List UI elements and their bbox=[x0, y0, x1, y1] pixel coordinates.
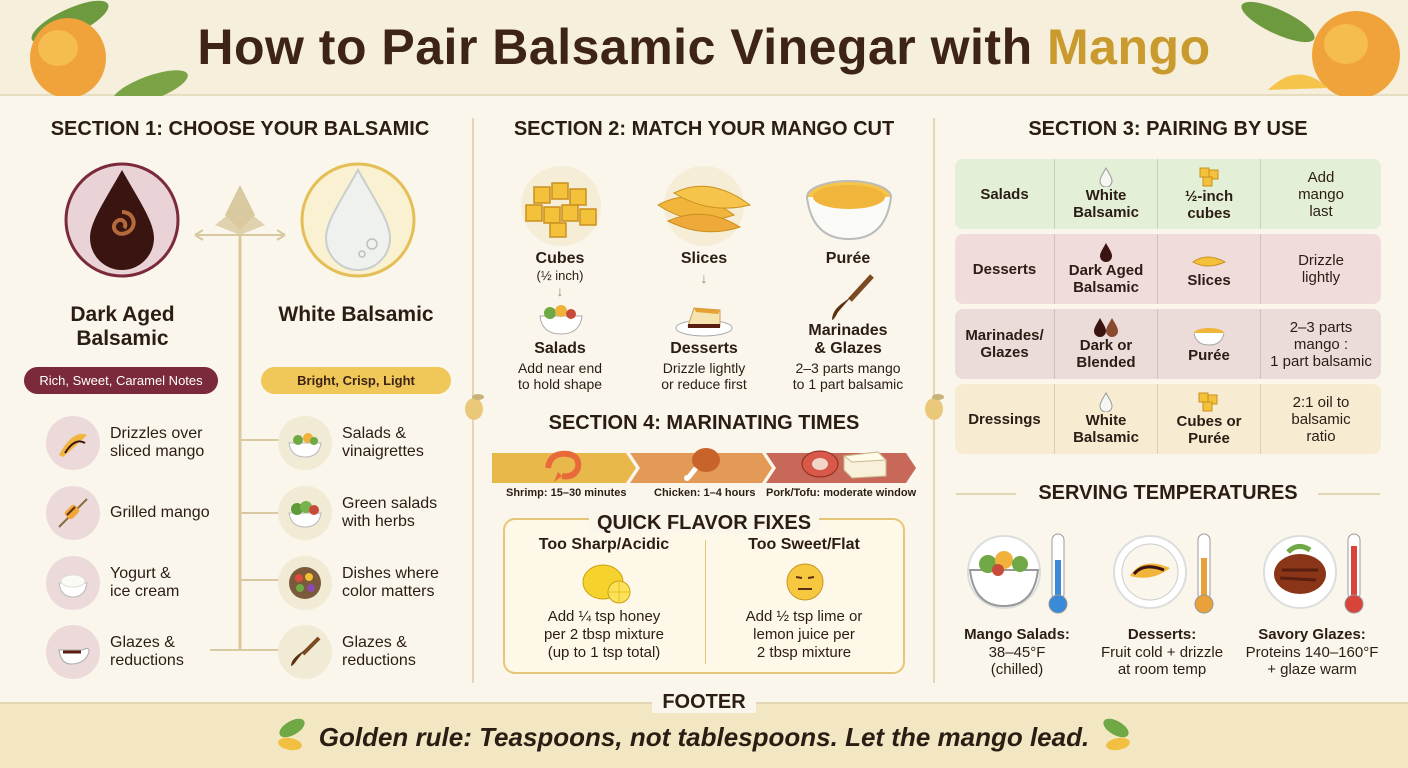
dark-balsamic-name: Dark Aged Balsamic bbox=[70, 303, 175, 350]
white-drop-icon bbox=[1099, 167, 1113, 187]
meh-face-icon bbox=[786, 563, 824, 601]
chicken-leg-icon bbox=[684, 448, 720, 481]
fix-heading: Too Sweet/Flat bbox=[748, 536, 860, 553]
mango-slices-icon bbox=[1192, 256, 1227, 266]
salad-thermometer-icon bbox=[967, 533, 1068, 614]
colorful-bowl-icon bbox=[278, 556, 332, 610]
serving-desc: Proteins 140–160°F + glaze warm bbox=[1245, 644, 1379, 678]
mango-icon bbox=[925, 394, 944, 420]
dessert-thermometer-icon bbox=[1113, 533, 1214, 614]
down-arrow-icon: ↓ bbox=[556, 283, 564, 299]
salad-bowl-icon bbox=[278, 416, 332, 470]
mango-icon bbox=[465, 394, 484, 420]
brush-icon bbox=[832, 274, 874, 320]
pairing-row: Salads White Balsamic ½-inch cubes Add m… bbox=[955, 159, 1381, 229]
use-name: Salads bbox=[534, 340, 586, 357]
mango-slices-icon bbox=[657, 166, 752, 246]
mango-puree-icon bbox=[806, 180, 892, 241]
pork-tofu-icon bbox=[801, 450, 888, 479]
mango-slices-icon bbox=[46, 416, 100, 470]
use-desc: Drizzle lightly or reduce first bbox=[661, 360, 747, 392]
time-label: Chicken: 1–4 hours bbox=[654, 487, 756, 499]
mango-cubes-icon bbox=[1198, 392, 1218, 412]
dark-notes-badge: Rich, Sweet, Caramel Notes bbox=[24, 367, 218, 394]
section4-title: SECTION 4: MARINATING TIMES bbox=[548, 412, 860, 434]
mango-cubes-icon bbox=[521, 166, 601, 246]
section1-title: SECTION 1: CHOOSE YOUR BALSAMIC bbox=[50, 118, 430, 140]
fix-text: Add ¼ tsp honey per 2 tbsp mixture (up t… bbox=[543, 608, 665, 661]
section2-title: SECTION 2: MATCH YOUR MANGO CUT bbox=[513, 118, 895, 140]
time-label: Pork/Tofu: moderate window bbox=[766, 487, 917, 499]
dark-blended-drops-icon bbox=[1094, 318, 1118, 337]
leaf-icon bbox=[278, 718, 305, 751]
green-salad-icon bbox=[278, 486, 332, 540]
mango-cubes-icon bbox=[1199, 167, 1219, 187]
puree-bowl-icon bbox=[1193, 327, 1225, 346]
gravy-boat-icon bbox=[46, 625, 100, 679]
section3-title: SECTION 3: PAIRING BY USE bbox=[1028, 118, 1308, 140]
white-drop-icon bbox=[1099, 392, 1113, 412]
use-name: Desserts bbox=[670, 340, 738, 357]
cut-name: Purée bbox=[825, 250, 871, 267]
white-use-item: Green salads with herbs bbox=[278, 486, 437, 540]
serving-desc: 38–45°F (chilled) bbox=[988, 644, 1046, 678]
cut-name: Slices bbox=[680, 250, 728, 267]
serving-desc: Fruit cold + drizzle at room temp bbox=[1100, 644, 1224, 678]
yogurt-bowl-icon bbox=[46, 556, 100, 610]
fixes-divider bbox=[705, 540, 706, 664]
time-label: Shrimp: 15–30 minutes bbox=[506, 487, 627, 499]
dark-balsamic-drop-icon bbox=[64, 162, 180, 278]
dark-use-item: Drizzles over sliced mango bbox=[46, 416, 204, 470]
dark-drop-icon bbox=[1100, 243, 1112, 262]
mango-leaves-icon bbox=[30, 0, 188, 96]
white-notes-badge: Bright, Crisp, Light bbox=[261, 367, 451, 394]
pairing-row: Marinades/ Glazes Dark or Blended Purée … bbox=[955, 309, 1381, 379]
golden-rule-text: Golden rule: Teaspoons, not tablespoons.… bbox=[318, 722, 1090, 752]
dessert-plate-icon bbox=[675, 307, 733, 337]
flavor-fixes-panel: QUICK FLAVOR FIXES Too Sharp/Acidic Too … bbox=[503, 512, 905, 674]
footer-label: FOOTER bbox=[0, 691, 1408, 714]
pairing-row: Desserts Dark Aged Balsamic Slices Drizz… bbox=[955, 234, 1381, 304]
cut-name: Cubes bbox=[535, 250, 585, 267]
white-balsamic-drop-icon bbox=[300, 162, 416, 278]
white-balsamic-name: White Balsamic bbox=[278, 303, 434, 326]
fix-text: Add ½ tsp lime or lemon juice per 2 tbsp… bbox=[745, 608, 863, 661]
mango-fruit-icon bbox=[1241, 1, 1400, 96]
glaze-thermometer-icon bbox=[1263, 533, 1364, 614]
leaf-icon bbox=[1103, 718, 1130, 751]
use-name: Marinades & Glazes bbox=[808, 322, 888, 357]
serving-label: Mango Salads: bbox=[964, 626, 1070, 643]
title-rule bbox=[956, 493, 1016, 495]
white-use-item: Dishes where color matters bbox=[278, 556, 439, 610]
pairing-row: Dressings White Balsamic Cubes or Purée … bbox=[955, 384, 1381, 454]
use-desc: 2–3 parts mango to 1 part balsamic bbox=[792, 360, 904, 392]
lemon-icon bbox=[582, 564, 631, 604]
serving-title: SERVING TEMPERATURES bbox=[1038, 482, 1298, 504]
brush-icon bbox=[278, 625, 332, 679]
salad-bowl-icon bbox=[539, 305, 583, 335]
serving-label: Savory Glazes: bbox=[1258, 626, 1366, 643]
serving-label: Desserts: bbox=[1127, 626, 1197, 643]
use-desc: Add near end to hold shape bbox=[517, 360, 603, 392]
white-use-item: Salads & vinaigrettes bbox=[278, 416, 424, 470]
dark-use-item: Glazes & reductions bbox=[46, 625, 184, 679]
dark-use-item: Grilled mango bbox=[46, 486, 210, 540]
grilled-skewer-icon bbox=[46, 486, 100, 540]
connector-lines bbox=[194, 185, 286, 651]
down-arrow-icon: ↓ bbox=[700, 270, 708, 286]
page-title: How to Pair Balsamic Vinegar with Mango bbox=[197, 19, 1211, 75]
title-rule bbox=[1318, 493, 1380, 495]
white-use-item: Glazes & reductions bbox=[278, 625, 416, 679]
fixes-title: QUICK FLAVOR FIXES bbox=[588, 512, 820, 534]
header-banner: How to Pair Balsamic Vinegar with Mango bbox=[0, 0, 1408, 96]
shrimp-icon bbox=[545, 450, 582, 482]
cut-size: (½ inch) bbox=[536, 268, 584, 283]
dark-use-item: Yogurt & ice cream bbox=[46, 556, 179, 610]
fix-heading: Too Sharp/Acidic bbox=[538, 536, 670, 553]
